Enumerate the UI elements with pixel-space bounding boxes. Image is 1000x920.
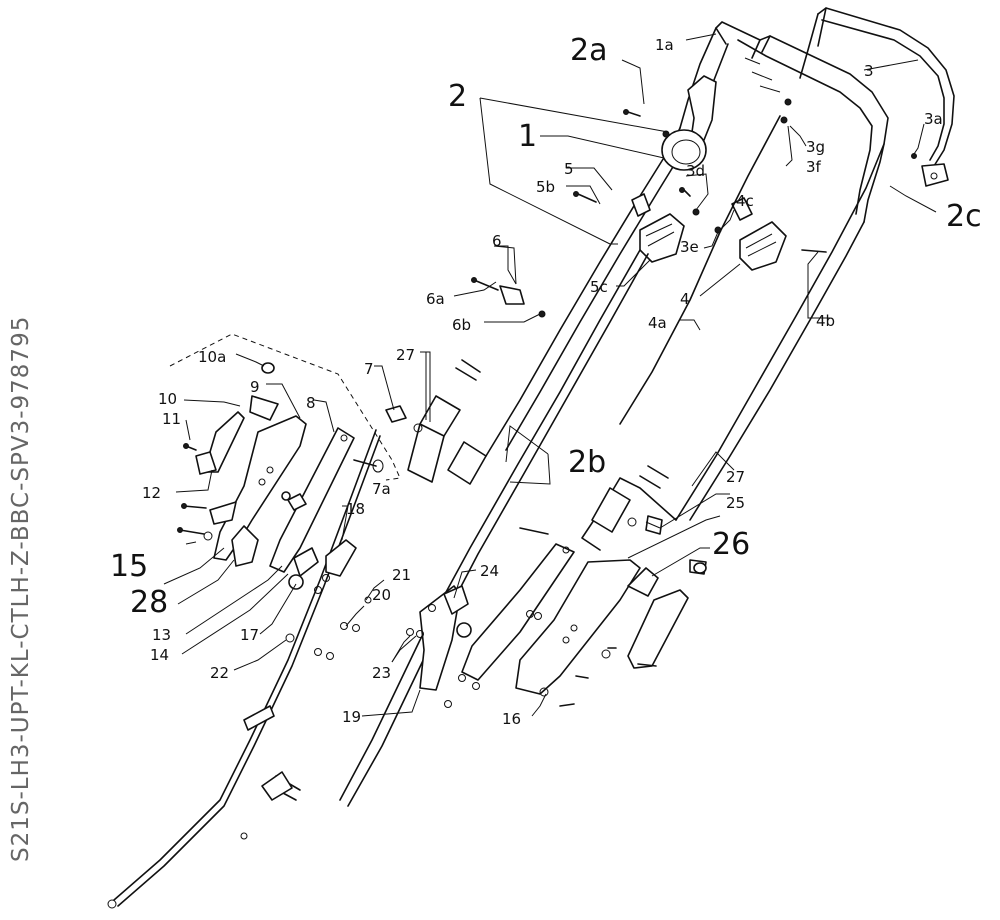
callout-2c: 2c — [946, 199, 982, 234]
callout-16: 16 — [502, 710, 521, 728]
callout-4c: 4c — [736, 192, 754, 210]
callout-28: 28 — [130, 585, 168, 620]
callout-9: 9 — [250, 378, 260, 396]
right-bracket-assembly — [419, 543, 707, 695]
hardware — [177, 98, 917, 708]
callout-1a: 1a — [655, 36, 674, 54]
drawing-code: S21S-LH3-UPT-KL-CTLH-Z-BBC-SPV3-978795 — [8, 316, 34, 862]
callout-3f: 3f — [806, 158, 822, 176]
callout-2a: 2a — [570, 33, 607, 68]
callout-10: 10 — [158, 390, 177, 408]
callout-4: 4 — [680, 290, 690, 308]
callout-14: 14 — [150, 646, 169, 664]
callout-23: 23 — [372, 664, 391, 682]
callout-27-upper: 27 — [396, 346, 415, 364]
blade-control — [731, 197, 787, 271]
right-handle-tube — [581, 143, 885, 551]
callout-4a: 4a — [648, 314, 667, 332]
callout-7: 7 — [364, 360, 374, 378]
callout-11: 11 — [162, 410, 181, 428]
callout-26: 26 — [712, 527, 750, 562]
callout-labels: 2 1 2a 1a 3 3a 2c 3g 3f 3d 5 5b 4c 3e 5c… — [110, 33, 982, 728]
left-handle-tube — [407, 113, 703, 485]
callout-3d: 3d — [686, 162, 705, 180]
callout-2b: 2b — [568, 445, 606, 480]
callout-7a: 7a — [372, 480, 391, 498]
callout-2: 2 — [448, 79, 467, 114]
control-cables — [107, 115, 781, 909]
callout-5c: 5c — [590, 278, 608, 296]
callout-22: 22 — [210, 664, 229, 682]
leader-lines — [163, 33, 937, 717]
callout-13: 13 — [152, 626, 171, 644]
callout-3a: 3a — [924, 110, 943, 128]
callout-24: 24 — [480, 562, 499, 580]
callout-12: 12 — [142, 484, 161, 502]
callout-3: 3 — [864, 62, 874, 80]
callout-27-lower: 27 — [726, 468, 745, 486]
control-bail — [799, 7, 955, 187]
callout-15: 15 — [110, 549, 148, 584]
callout-25: 25 — [726, 494, 745, 512]
callout-3e: 3e — [680, 238, 699, 256]
callout-6: 6 — [492, 232, 502, 250]
callout-4b: 4b — [816, 312, 835, 330]
dashed-group-outline — [169, 333, 401, 481]
callout-19: 19 — [342, 708, 361, 726]
callout-1: 1 — [518, 119, 537, 154]
callout-10a: 10a — [198, 348, 226, 366]
callout-17: 17 — [240, 626, 259, 644]
callout-6a: 6a — [426, 290, 445, 308]
callout-5b: 5b — [536, 178, 555, 196]
drive-control — [631, 193, 685, 263]
callout-6b: 6b — [452, 316, 471, 334]
callout-3g: 3g — [806, 138, 825, 156]
callout-20: 20 — [372, 586, 391, 604]
left-bracket-assembly — [195, 395, 357, 590]
upper-handle — [679, 21, 889, 223]
callout-18: 18 — [346, 500, 365, 518]
callout-8: 8 — [306, 394, 316, 412]
callout-5: 5 — [564, 160, 574, 178]
throttle-control — [661, 75, 717, 171]
callout-21: 21 — [392, 566, 411, 584]
